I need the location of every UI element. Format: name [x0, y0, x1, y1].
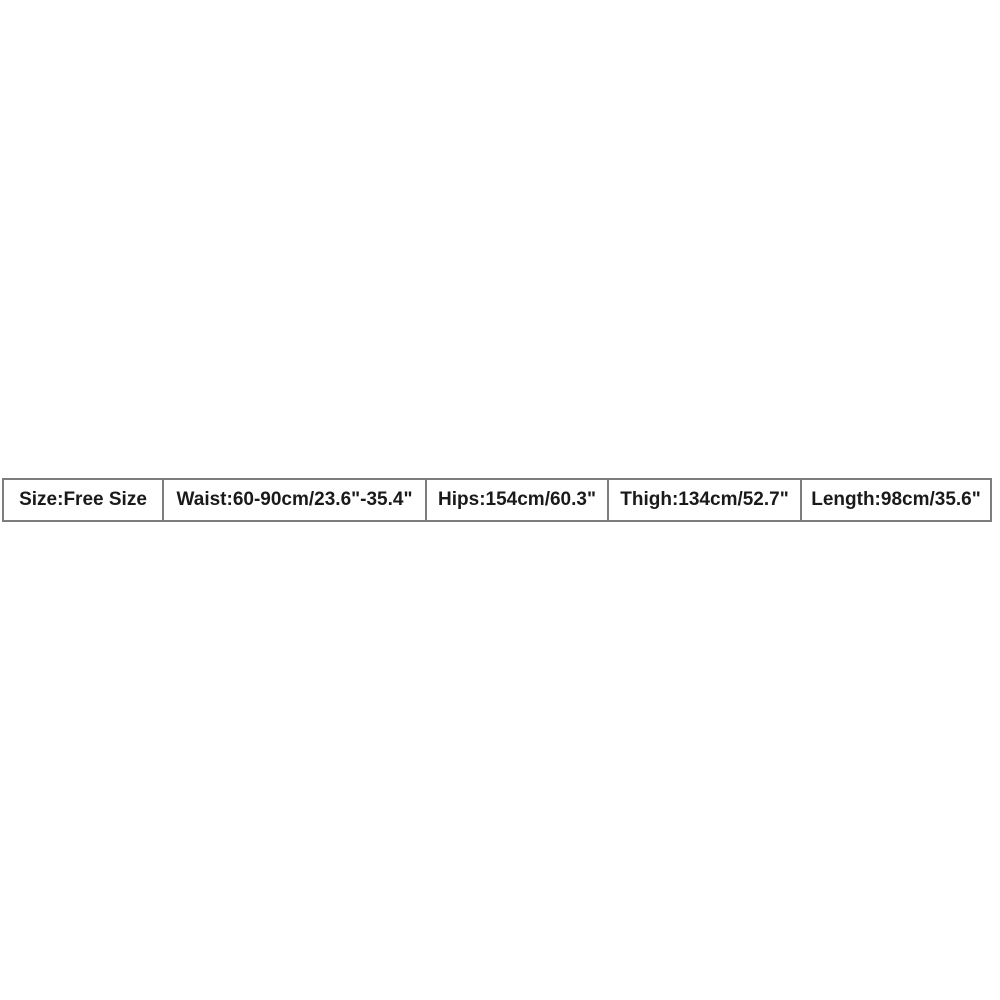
size-chart-cell-thigh: Thigh:134cm/52.7"	[609, 480, 802, 520]
size-chart-table: Size:Free Size Waist:60-90cm/23.6"-35.4"…	[2, 478, 992, 522]
size-chart-cell-waist: Waist:60-90cm/23.6"-35.4"	[164, 480, 427, 520]
size-chart-cell-size: Size:Free Size	[4, 480, 164, 520]
size-chart-cell-length: Length:98cm/35.6"	[811, 489, 981, 510]
size-chart-cell-hips: Hips:154cm/60.3"	[427, 480, 609, 520]
